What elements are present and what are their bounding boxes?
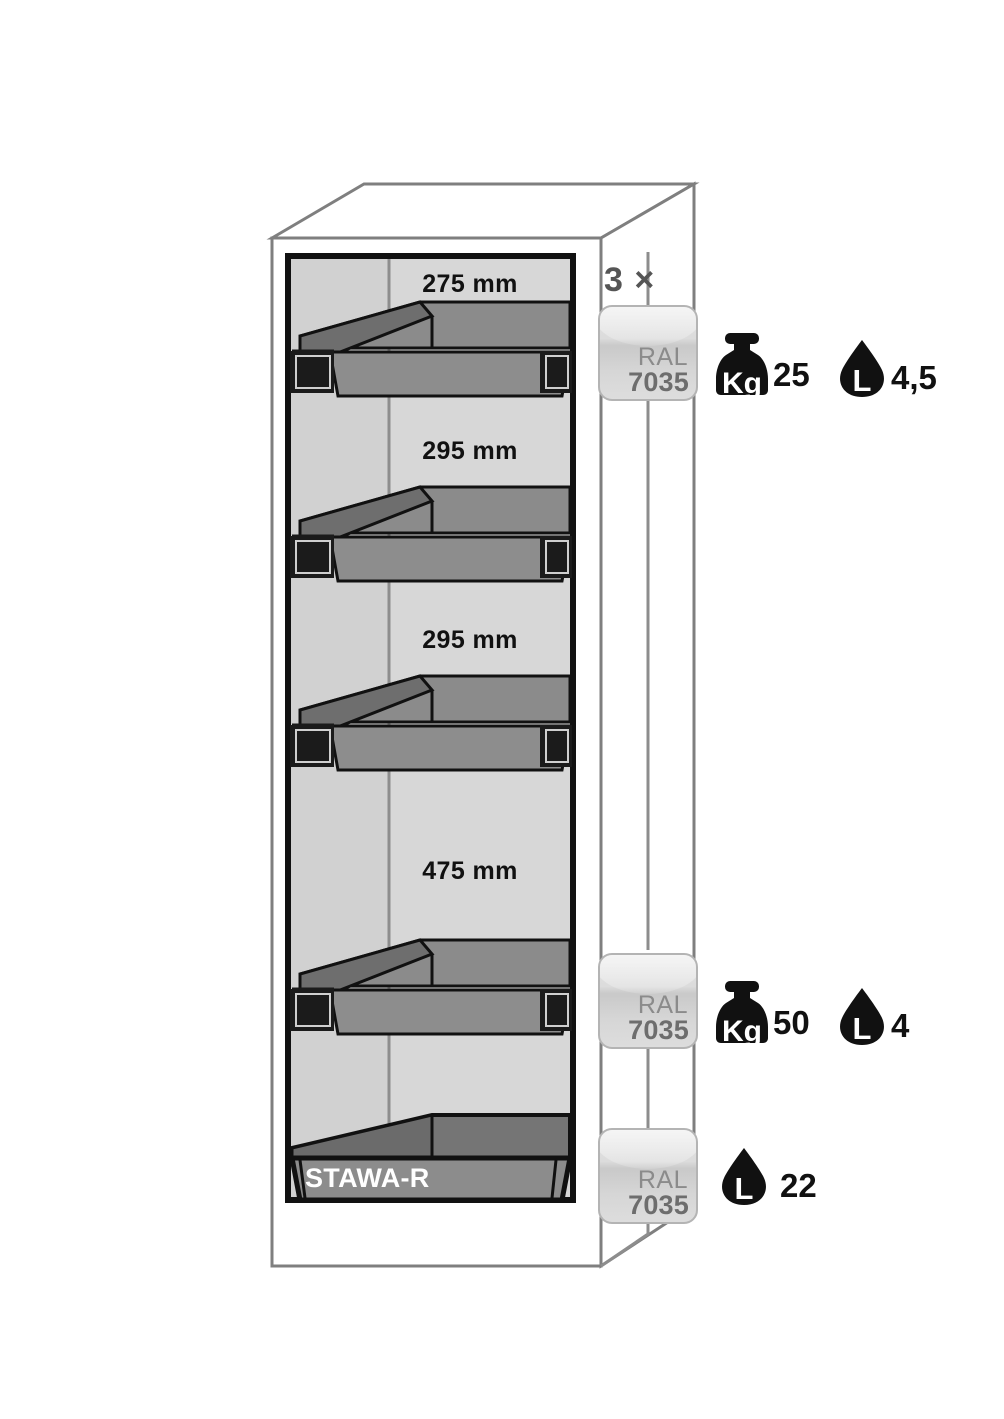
dimension-label-1: 275 mm: [422, 270, 518, 298]
ral-badge-sump: RAL 7035: [598, 1128, 698, 1224]
shelf-1-right-runner: [540, 351, 572, 393]
spec-volume-group-1: L 4,5: [836, 340, 937, 398]
sump-tray[interactable]: [288, 1113, 574, 1203]
volume-value-3: 22: [780, 1167, 817, 1204]
shelf-3-front-face: [328, 724, 572, 772]
model-label: STAWA-R: [305, 1163, 430, 1193]
weight-kg-icon: Kg: [714, 333, 770, 400]
weight-kg-icon: Kg: [714, 981, 770, 1048]
shelf-2-left-runner: [290, 534, 334, 578]
sump-left-tick: [298, 1159, 307, 1199]
ral-badge-bottom-shelf: RAL 7035: [598, 953, 698, 1049]
dimension-label-2: 295 mm: [422, 437, 518, 465]
pull-out-shelf-2[interactable]: [290, 485, 572, 583]
ral-code: 7035: [628, 1015, 689, 1045]
ral-prefix: RAL: [637, 991, 688, 1019]
shelf-1-front-face: [328, 350, 572, 398]
shelf-1-left-runner: [290, 349, 334, 393]
dimension-label-3: 295 mm: [422, 626, 518, 654]
dimension-label-4: 475 mm: [422, 857, 518, 885]
pull-out-shelf-1[interactable]: [290, 300, 572, 398]
sump-right-tick: [550, 1159, 558, 1199]
weight-value-1: 25: [773, 356, 810, 393]
pull-out-shelf-4[interactable]: [290, 938, 572, 1036]
badge-gloss: [600, 1130, 696, 1169]
ral-prefix: RAL: [637, 343, 688, 371]
weight-value-2: 50: [773, 1004, 810, 1041]
shelf-count-label: 3 ×: [604, 261, 656, 299]
shelf-3-right-runner: [540, 725, 572, 767]
ral-prefix: RAL: [637, 1166, 688, 1194]
droplet-liter-icon: L: [836, 988, 888, 1046]
leader-lines: [600, 252, 650, 1268]
spec-volume-group-2: L 4: [836, 988, 910, 1046]
spec-weight-group-2: Kg 50: [714, 981, 810, 1048]
sump-front-wall: [288, 1155, 574, 1203]
badge-gloss: [600, 955, 696, 994]
shelf-4-front-face: [328, 988, 572, 1036]
shelf-4-right-runner: [540, 989, 572, 1031]
ral-code: 7035: [628, 1190, 689, 1220]
shelf-4-left-runner: [290, 987, 334, 1031]
ral-badge-shelf: RAL 7035: [598, 305, 698, 401]
leader-line-bottom: [600, 1224, 650, 1268]
droplet-liter-icon: L: [718, 1148, 770, 1206]
spec-weight-group-1: Kg 25: [714, 333, 810, 400]
droplet-liter-icon: L: [836, 340, 888, 398]
shelf-3-left-runner: [290, 723, 334, 767]
spec-volume-group-3: L 22: [718, 1148, 817, 1206]
ral-code: 7035: [628, 367, 689, 397]
shelf-2-front-face: [328, 535, 572, 583]
badge-gloss: [600, 307, 696, 346]
volume-value-1: 4,5: [891, 359, 937, 396]
shelf-2-right-runner: [540, 536, 572, 578]
volume-value-2: 4: [891, 1007, 910, 1044]
pull-out-shelf-3[interactable]: [290, 674, 572, 772]
